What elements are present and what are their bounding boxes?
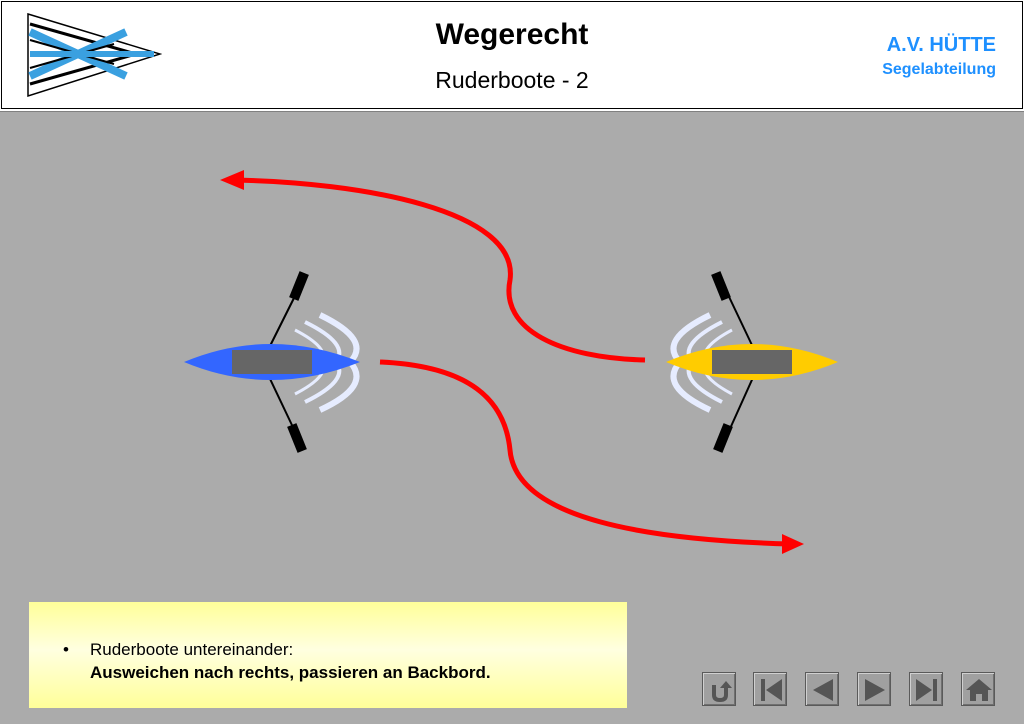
note-line-2: Ausweichen nach rechts, passieren an Bac…	[90, 663, 491, 682]
club-flag-logo	[27, 12, 162, 98]
previous-slide-button[interactable]	[805, 672, 839, 706]
next-slide-icon	[865, 679, 885, 701]
return-button[interactable]	[702, 672, 736, 706]
bullet: •	[63, 640, 69, 659]
path-blue-boat	[379, 359, 791, 547]
last-slide-icon	[916, 679, 937, 701]
yellow-rowing-boat	[666, 271, 838, 453]
blue-rowing-boat	[184, 271, 360, 453]
organization-subtitle: Segelabteilung	[882, 61, 996, 78]
arrow-right	[782, 534, 804, 554]
last-slide-button[interactable]	[909, 672, 943, 706]
header: Wegerecht Ruderboote - 2 A.V. HÜTTE Sege…	[0, 0, 1024, 112]
organization-name: A.V. HÜTTE	[886, 34, 996, 56]
rowing-scene	[184, 170, 838, 554]
first-slide-button[interactable]	[753, 672, 787, 706]
return-icon	[712, 681, 732, 703]
arrow-left	[220, 170, 244, 190]
page-title: Wegerecht	[435, 18, 589, 51]
home-button[interactable]	[961, 672, 995, 706]
note-line-1: Ruderboote untereinander:	[90, 640, 294, 659]
path-yellow-boat	[231, 177, 646, 363]
home-icon	[966, 679, 992, 701]
page-subtitle: Ruderboote - 2	[435, 67, 589, 93]
first-slide-icon	[761, 679, 782, 701]
rule-note: • Ruderboote untereinander: Ausweichen n…	[29, 602, 627, 708]
next-slide-button[interactable]	[857, 672, 891, 706]
previous-slide-icon	[813, 679, 833, 701]
header-frame	[1, 1, 1023, 109]
